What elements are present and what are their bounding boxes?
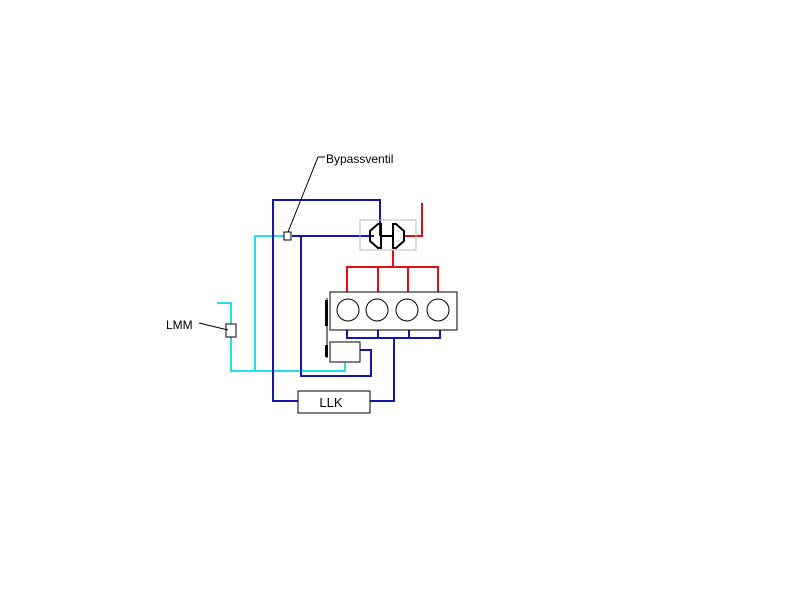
llk-to-manifold-pipe [370,338,395,402]
maf-sensor-box [225,323,237,338]
throttle-flap-lower [325,345,328,357]
exhaust-manifold [346,266,439,292]
turbo-exhaust-outlet [404,203,423,237]
intake-lines [217,235,346,372]
turbine-wheel-icon [392,223,405,249]
intake-manifold [346,330,441,339]
bypass-to-throttle-pipe [300,236,372,377]
cylinder-3 [395,298,419,322]
exhaust-lines [346,203,439,292]
bypass-valve-box [283,231,292,241]
throttle-assembly [325,298,361,363]
intake-pipe-from-filter [217,302,346,372]
engine-outline [329,291,458,331]
maf-sensor-label: LMM [166,318,193,332]
engine-block [329,291,458,331]
bypass-return-pipe [254,235,287,371]
bypass-valve-label: Bypassventil [326,152,393,166]
maf-sensor: LMM [166,318,237,338]
compressor-outlet-loop [272,199,381,402]
maf-sensor-leader [198,322,229,331]
pressure-lines [272,199,441,402]
cylinder-4 [426,298,450,322]
cylinder-1 [336,298,360,322]
intercooler-label: LLK [319,395,342,410]
intercooler-box [297,390,371,414]
turbocharger [359,219,417,251]
intercooler: LLK [297,390,371,414]
bypass-valve: Bypassventil [283,152,393,241]
compressor-wheel-icon [369,223,382,249]
turbo-housing-frame [359,219,417,251]
throttle-flap-upper [325,300,328,326]
cylinder-2 [365,298,389,322]
bypass-valve-leader [287,156,325,233]
throttle-body-box [329,341,361,363]
